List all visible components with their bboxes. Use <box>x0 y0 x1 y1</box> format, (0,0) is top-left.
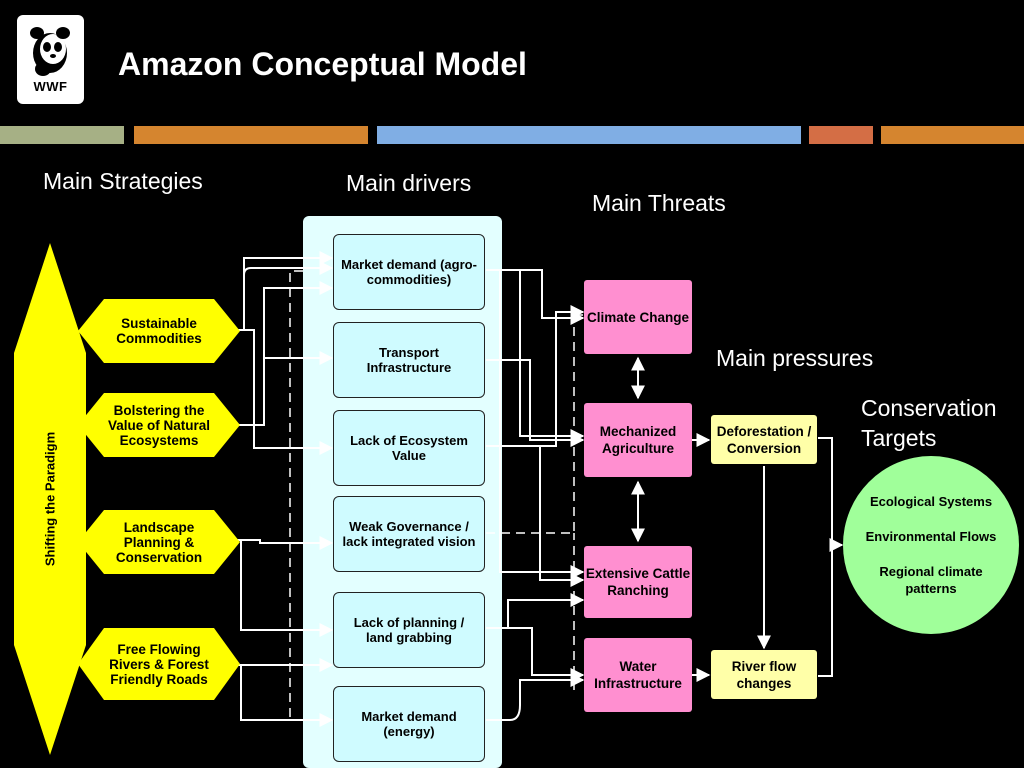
logo-label: WWF <box>33 79 68 94</box>
driver-transport-infrastructure: Transport Infrastructure <box>333 322 485 398</box>
heading-threats: Main Threats <box>592 190 726 216</box>
heading-drivers: Main drivers <box>346 170 472 196</box>
heading-pressures: Main pressures <box>716 345 874 371</box>
driver-market-demand-energy: Market demand (energy) <box>333 686 485 762</box>
strategy-shape-1 <box>78 299 240 363</box>
strategy-shape-2 <box>78 393 240 457</box>
strategy-shape-3 <box>78 510 240 574</box>
strategy-shape-4 <box>78 628 240 700</box>
header-band-3 <box>377 126 801 144</box>
target-environmental-flows: Environmental Flows <box>865 529 997 544</box>
strategy-bolstering-value: Bolstering the Value of Natural Ecosyste… <box>107 402 211 448</box>
panda-icon <box>30 27 70 76</box>
wwf-logo: WWF <box>17 15 84 104</box>
conservation-targets-circle: Ecological Systems Environmental Flows R… <box>843 456 1019 634</box>
heading-targets-line2: Targets <box>861 425 937 451</box>
header-band-5 <box>881 126 1024 144</box>
header-band-2 <box>134 126 368 144</box>
strategy-sustainable-commodities: Sustainable Commodities <box>116 316 202 346</box>
target-regional-climate: Regional climate patterns <box>879 564 983 596</box>
paradigm-label: Shifting the Paradigm <box>42 431 58 567</box>
threat-mechanized-agriculture: Mechanized Agriculture <box>584 403 692 477</box>
driver-lack-planning: Lack of planning / land grabbing <box>333 592 485 668</box>
target-ecological-systems: Ecological Systems <box>869 494 993 509</box>
heading-targets-line1: Conservation <box>861 395 997 421</box>
pressure-river-flow-changes: River flow changes <box>711 650 817 699</box>
driver-lack-ecosystem-value: Lack of Ecosystem Value <box>333 410 485 486</box>
header-band-4 <box>809 126 873 144</box>
page-title: Amazon Conceptual Model <box>118 46 527 82</box>
threat-climate-change: Climate Change <box>584 280 692 354</box>
paradigm-arrow <box>14 243 86 755</box>
strategy-free-flowing-rivers: Free Flowing Rivers & Forest Friendly Ro… <box>109 641 209 687</box>
heading-strategies: Main Strategies <box>43 168 203 194</box>
driver-market-demand-agro: Market demand (agro-commodities) <box>333 234 485 310</box>
threat-water-infrastructure: Water Infrastructure <box>584 638 692 712</box>
strategy-landscape-planning: Landscape Planning & Conservation <box>115 519 203 565</box>
header-band-1 <box>0 126 124 144</box>
threat-extensive-cattle-ranching: Extensive Cattle Ranching <box>584 546 692 618</box>
pressure-deforestation: Deforestation / Conversion <box>711 415 817 464</box>
driver-weak-governance: Weak Governance / lack integrated vision <box>333 496 485 572</box>
